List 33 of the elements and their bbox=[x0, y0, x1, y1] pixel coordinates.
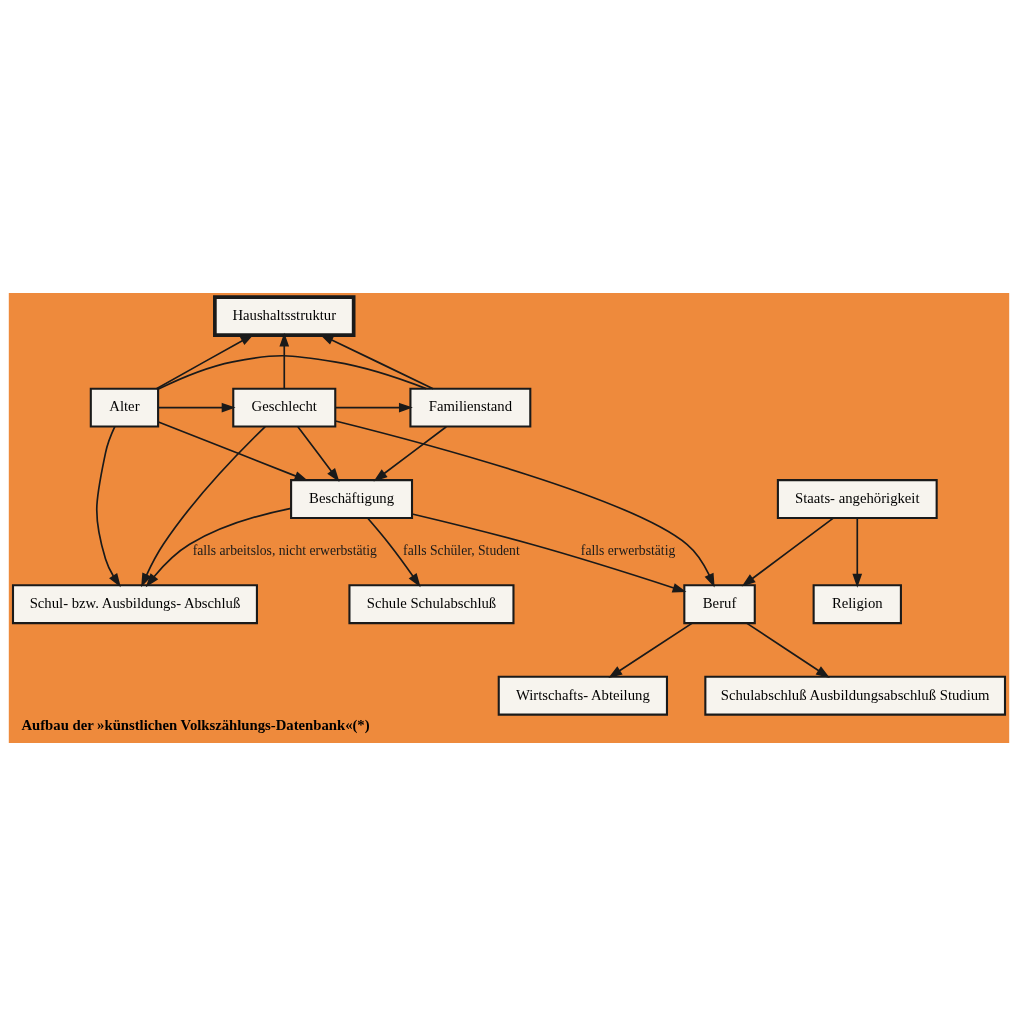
arrow bbox=[157, 420, 309, 481]
arrow bbox=[95, 425, 121, 587]
edge-label: falls arbeitslos, nicht erwerbstätig bbox=[192, 542, 377, 558]
arrow bbox=[145, 507, 292, 587]
node-box: Familienstand bbox=[409, 387, 532, 428]
arrow bbox=[411, 512, 687, 592]
node-box: Religion bbox=[812, 583, 902, 624]
arrow bbox=[852, 516, 863, 588]
arrow bbox=[279, 332, 290, 389]
caption: Aufbau der »künstlichen Volkszählungs-Datenbank«(*) bbox=[21, 716, 370, 733]
node-box: Beruf bbox=[683, 583, 756, 624]
arrow bbox=[297, 425, 340, 482]
arrow bbox=[157, 402, 236, 412]
node-box: Beschäftigung bbox=[290, 478, 414, 519]
node-box: Schule Schulabschluß bbox=[348, 583, 515, 624]
node-box: Alter bbox=[89, 387, 160, 428]
arrow bbox=[741, 516, 835, 587]
arrow bbox=[608, 622, 693, 678]
node-box: Geschlecht bbox=[232, 387, 337, 428]
arrow bbox=[334, 419, 715, 587]
arrow bbox=[141, 425, 267, 587]
arrow bbox=[366, 516, 421, 587]
node-box: Schulabschluß Ausbildungsabschluß Studium bbox=[704, 675, 1007, 716]
connector bbox=[157, 354, 427, 390]
node-box: Schul- bzw. Ausbildungs- Abschluß bbox=[11, 583, 258, 624]
edge-label: falls erwerbstätig bbox=[580, 542, 676, 558]
arrow bbox=[373, 425, 448, 481]
arrow bbox=[746, 622, 830, 678]
node-box: Staats- angehörigkeit bbox=[776, 478, 938, 519]
node-box: Wirtschafts- Abteilung bbox=[497, 675, 668, 716]
arrow bbox=[334, 402, 413, 412]
node-box: Haushaltsstruktur bbox=[213, 294, 356, 337]
edge-label: falls Schüler, Student bbox=[403, 542, 520, 558]
